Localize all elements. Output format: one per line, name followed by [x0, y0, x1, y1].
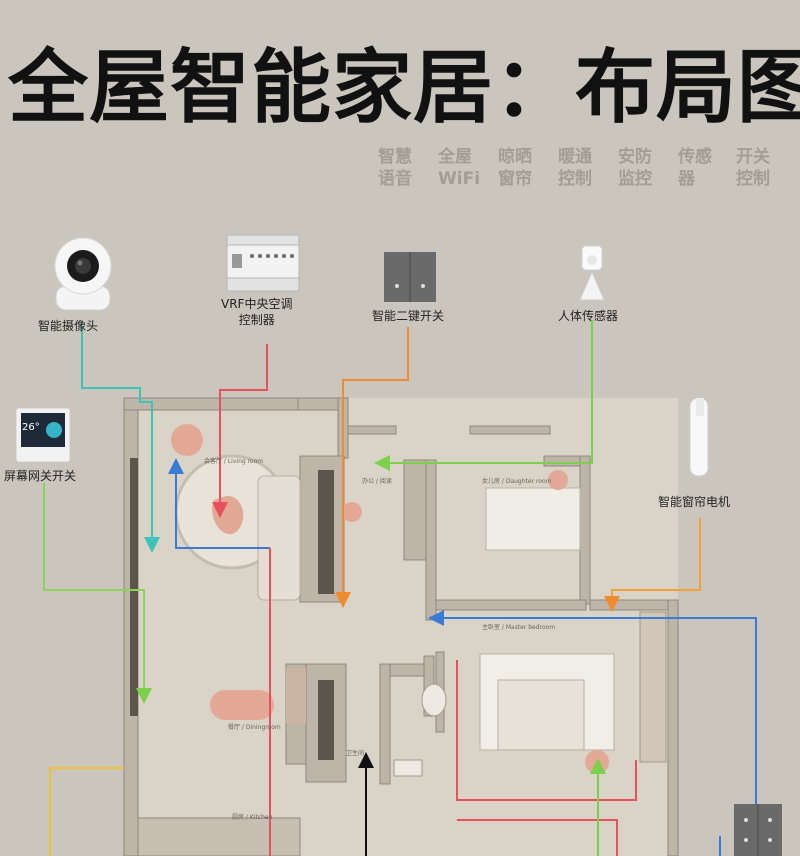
room-label-master: 主卧室 / Master bedroom [482, 624, 556, 631]
office-stool [342, 502, 362, 522]
curtain-connection-line [604, 518, 701, 612]
sensor-connection-line [374, 320, 593, 471]
screen-connection-line [43, 483, 152, 704]
category-security: 安防 监控 [618, 147, 652, 189]
camera-icon [52, 236, 114, 316]
daughter-nightstand [548, 470, 568, 490]
screen-temp: 26° [22, 422, 40, 433]
category-curtain: 晾晒 窗帘 [498, 147, 532, 189]
switch-connection-line [335, 327, 409, 608]
screen-switch-label: 屏幕网关开关 [4, 469, 77, 483]
dining-table [210, 690, 274, 720]
sofa [257, 475, 301, 601]
wall-cores [130, 458, 334, 760]
switch-label: 智能二键开关 [372, 309, 445, 323]
vrf-master-line [456, 660, 637, 801]
wardrobe [639, 611, 667, 763]
page-title: 全屋智能家居：布局图 [8, 41, 800, 134]
category-switch: 开关 控制 [736, 147, 770, 189]
screen-switch-icon [15, 407, 71, 466]
daughter-bed [485, 487, 581, 551]
category-wifi: 全屋 WiFi [438, 147, 481, 189]
category-sensor: 传感 器 [678, 147, 712, 189]
yellow-connection-line [49, 767, 124, 856]
master-blanket [497, 679, 585, 751]
vrf-controller-icon [226, 234, 300, 296]
vrf-master-line-2 [457, 819, 618, 856]
curtain-motor-icon [684, 396, 714, 484]
vrf-label: VRF中央空调 控制器 [221, 297, 293, 327]
room-label-living: 会客厅 / Living room [204, 458, 264, 465]
kitchen-counter [137, 817, 301, 856]
vrf-connection-line [212, 344, 268, 518]
room-label-bath: 卫生间 [346, 750, 365, 757]
camera-connection-line [81, 323, 160, 553]
category-list: 智慧 语音 全屋 WiFi 晾晒 窗帘 暖通 控制 安防 监控 传感 器 开关 … [378, 146, 796, 190]
lounge-chair [171, 424, 203, 456]
human-sensor-icon [576, 244, 608, 306]
category-hvac: 暖通 控制 [558, 147, 592, 189]
bath-sink [393, 759, 423, 777]
blue-connection-line [168, 458, 270, 549]
category-voice: 智慧 语音 [378, 147, 412, 189]
room-label-office: 办公 / 阅读 [362, 478, 392, 485]
blue-master-line [428, 610, 757, 804]
camera-label: 智能摄像头 [38, 319, 99, 333]
room-label-daughter: 女儿房 / Daughter room [482, 478, 552, 485]
sensor-label: 人体传感器 [558, 309, 619, 323]
room-label-dining: 餐厅 / Diningroom [228, 724, 281, 731]
room-label-kitchen: 厨房 / Kitchen [232, 814, 273, 821]
two-gang-switch-icon [384, 252, 436, 306]
curtain-label: 智能窗帘电机 [658, 495, 731, 509]
dining-cabinet [286, 668, 306, 724]
bottom-switch-icon [734, 804, 782, 856]
toilet [421, 683, 447, 717]
